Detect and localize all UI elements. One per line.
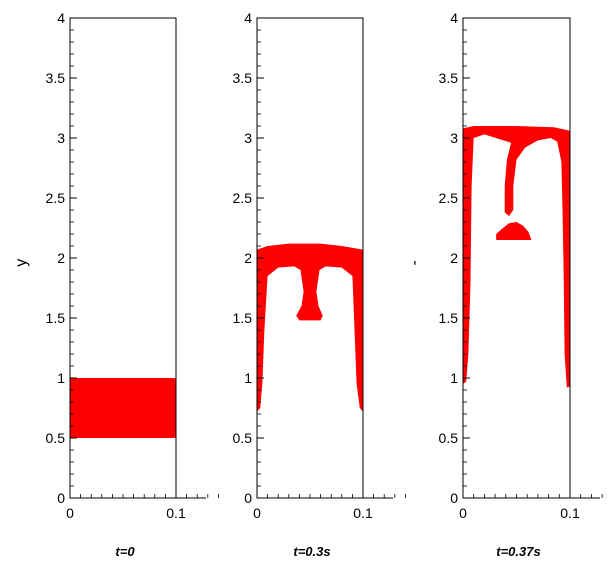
x-tick-label: 0 xyxy=(66,505,74,521)
y-tick-label: 1 xyxy=(244,370,252,386)
y-tick-label: 3.5 xyxy=(233,70,253,86)
x-tick-label: 0.1 xyxy=(560,505,580,521)
y-tick-label: 0.5 xyxy=(439,430,459,446)
y-tick-label: 1.5 xyxy=(439,310,459,326)
fluid-region xyxy=(70,378,176,438)
y-axis-label: y xyxy=(13,259,30,267)
y-tick-label: 1 xyxy=(450,370,458,386)
y-tick-label: 1.5 xyxy=(46,310,66,326)
y-tick-label: 3 xyxy=(244,130,252,146)
y-tick-label: 2.5 xyxy=(233,190,253,206)
x-tick-label: 0 xyxy=(253,505,261,521)
y-tick-label: 0 xyxy=(450,490,458,506)
y-tick-label: 0.5 xyxy=(46,430,66,446)
y-tick-label: 1 xyxy=(57,370,65,386)
y-tick-label: 0 xyxy=(244,490,252,506)
y-tick-label: 2 xyxy=(450,250,458,266)
domain-frame xyxy=(462,17,571,499)
panel-1: 0 0.5 1 1.5 2 2.5 3 3.5 4 0 0.1 y t=0 xyxy=(13,10,219,559)
x-tick-label: 0 xyxy=(459,505,467,521)
y-tick-label: 3 xyxy=(57,130,65,146)
y-tick-label: 0 xyxy=(57,490,65,506)
y-tick-label: 3.5 xyxy=(46,70,66,86)
y-tick-label: 3.5 xyxy=(439,70,459,86)
y-tick-label: 4 xyxy=(57,10,65,26)
fluid-region xyxy=(496,222,532,240)
fluid-region xyxy=(257,243,363,412)
y-tick-label: 2 xyxy=(57,250,65,266)
y-tick-label: 4 xyxy=(244,10,252,26)
panel-caption: t=0 xyxy=(115,544,135,559)
y-tick-label: 3 xyxy=(450,130,458,146)
y-tick-label: 4 xyxy=(450,10,458,26)
panel-3: 0 0.5 1 1.5 2 2.5 3 3.5 4 0 0.1 - t=0.37s xyxy=(406,10,603,559)
x-tick-label: 0.1 xyxy=(353,505,373,521)
y-tick-label: 2.5 xyxy=(439,190,459,206)
x-tick-label: 0.1 xyxy=(166,505,186,521)
y-tick-label: 0.5 xyxy=(233,430,253,446)
panel-caption: t=0.37s xyxy=(496,544,540,559)
panel-2: 0 0.5 1 1.5 2 2.5 3 3.5 4 0 0.1 t=0.3s xyxy=(233,10,406,559)
panel-caption: t=0.3s xyxy=(293,544,330,559)
y-tick-label: 1.5 xyxy=(233,310,253,326)
y-axis-label: - xyxy=(406,260,423,265)
y-tick-label: 2 xyxy=(244,250,252,266)
y-tick-label: 2.5 xyxy=(46,190,66,206)
fluid-region xyxy=(463,126,570,388)
